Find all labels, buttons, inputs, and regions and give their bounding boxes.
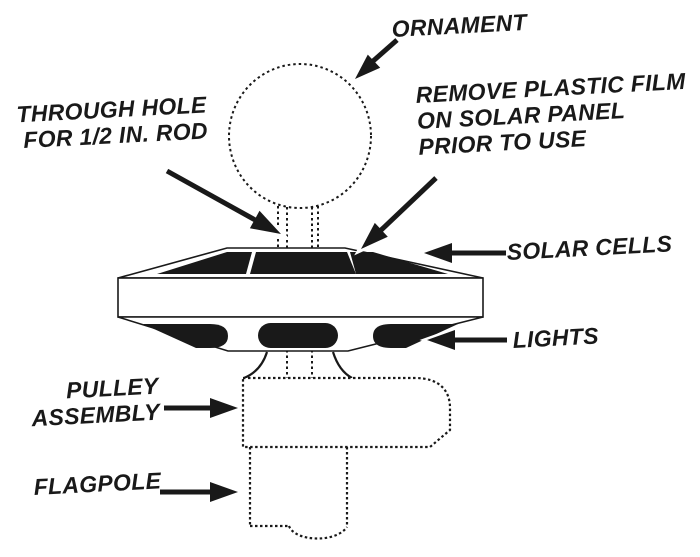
solar-cell-right xyxy=(350,252,448,274)
light-middle xyxy=(258,323,338,348)
label-through-hole: THROUGH HOLE FOR 1/2 IN. ROD xyxy=(15,91,209,154)
solar-cell-left xyxy=(157,252,252,274)
disc-band xyxy=(117,277,484,318)
pulley-housing xyxy=(241,376,452,449)
through-hole-arrow xyxy=(164,166,290,239)
remove-film-arrow xyxy=(354,174,440,256)
neck-flare xyxy=(243,351,353,380)
flagpole-pole xyxy=(248,447,349,540)
ornament-stem-shape xyxy=(277,206,319,248)
through-hole-rod-lines xyxy=(286,207,313,378)
solar-cell-middle xyxy=(250,252,356,274)
solar-cells-arrow xyxy=(416,239,506,267)
ornament-arrow xyxy=(355,38,399,79)
label-remove-plastic-film: REMOVE PLASTIC FILM ON SOLAR PANEL PRIOR… xyxy=(415,67,687,160)
lights-arrow xyxy=(419,326,507,354)
pulley-arrow xyxy=(164,398,238,418)
label-pulley-assembly: PULLEY ASSEMBLY xyxy=(30,372,161,432)
ornament-ball-shape xyxy=(228,63,372,209)
light-left xyxy=(143,324,228,348)
label-lights: LIGHTS xyxy=(512,322,600,353)
light-right xyxy=(373,324,458,348)
flagpole-arrow xyxy=(160,482,238,502)
